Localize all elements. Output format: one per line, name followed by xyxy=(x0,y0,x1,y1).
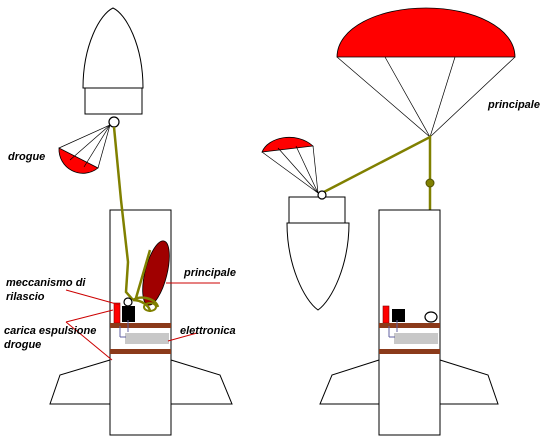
right-main-shroud-lines xyxy=(336,56,516,138)
left-ejection-charge xyxy=(113,302,121,324)
left-fin-left xyxy=(49,359,111,405)
right-drogue-shroud-lines xyxy=(261,145,319,194)
left-drogue-canopy xyxy=(58,147,99,174)
right-bulkhead-upper xyxy=(379,323,440,328)
left-nose-shoulder xyxy=(84,87,143,115)
left-shock-cord xyxy=(112,126,160,313)
left-drogue-shroud-lines xyxy=(58,124,111,169)
right-release-mechanism xyxy=(392,309,405,322)
leader-lines xyxy=(65,282,220,361)
label-elettronica: elettronica xyxy=(180,325,236,337)
right-ejection-charge xyxy=(382,305,390,324)
left-bulkhead-lower xyxy=(110,349,171,354)
right-main-canopy xyxy=(336,7,516,58)
right-nose-shoulder xyxy=(288,196,346,224)
right-cord-knot xyxy=(425,178,435,188)
label-meccanismo-line2: rilascio xyxy=(6,291,45,303)
right-drogue-canopy xyxy=(261,136,314,153)
leader-elettronica xyxy=(167,332,198,342)
right-electronics-board xyxy=(394,333,438,344)
label-principale-right: principale xyxy=(487,99,540,111)
left-release-mechanism xyxy=(122,306,135,322)
left-fin-right xyxy=(170,359,233,405)
left-nose-eyebolt xyxy=(108,116,120,128)
right-nose-cone xyxy=(286,222,350,311)
left-electronics-board xyxy=(125,333,169,344)
right-rocket-assembly xyxy=(261,7,516,436)
label-drogue: drogue xyxy=(8,151,45,163)
left-release-eyebolt xyxy=(123,297,133,307)
right-cord-eyebolt xyxy=(424,311,438,323)
leader-carica xyxy=(65,309,114,323)
left-bulkhead-upper xyxy=(110,323,171,328)
left-rocket-assembly xyxy=(49,7,233,436)
left-cord-coil xyxy=(143,302,157,312)
right-nose-eyebolt xyxy=(317,190,327,200)
right-fin-right xyxy=(439,359,499,405)
left-nose-cone xyxy=(82,7,144,89)
leader-meccanismo xyxy=(65,289,121,306)
leader-carica-2 xyxy=(65,321,113,361)
label-meccanismo-line1: meccanismo di xyxy=(6,277,86,289)
right-fin-left xyxy=(319,359,380,405)
right-bulkhead-lower xyxy=(379,349,440,354)
label-carica-line2: drogue xyxy=(4,339,41,351)
label-principale-left: principale xyxy=(183,267,236,279)
label-carica-line1: carica espulsione xyxy=(4,325,96,337)
